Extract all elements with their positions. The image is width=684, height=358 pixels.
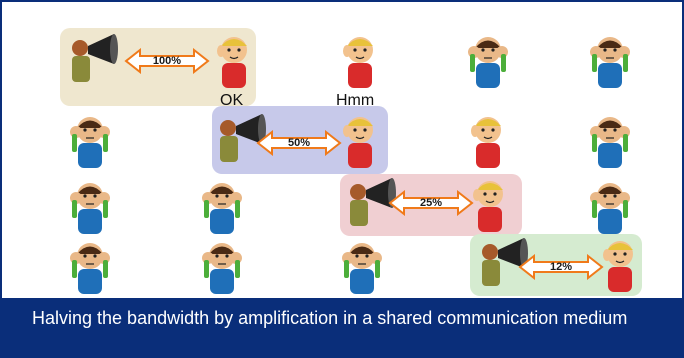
figure-caption: Halving the bandwidth by amplification i… xyxy=(0,298,684,358)
level-label-50: 50% xyxy=(287,137,311,149)
level-label-25: 25% xyxy=(419,197,443,209)
ears-covered-icon xyxy=(578,176,642,236)
level-label-12: 12% xyxy=(549,261,573,273)
ears-covered-icon xyxy=(58,236,122,296)
ears-covered-icon xyxy=(578,110,642,170)
ears-covered-icon xyxy=(190,236,254,296)
arrow-25: 25% xyxy=(388,190,474,216)
speaker-icon xyxy=(62,30,126,90)
arrow-100: 100% xyxy=(124,48,210,74)
response-ok: OK xyxy=(220,92,244,109)
ears-covered-icon xyxy=(58,176,122,236)
listener-happy-icon xyxy=(328,30,392,90)
speaker-icon xyxy=(210,110,274,170)
level-label-100: 100% xyxy=(152,55,182,67)
listener-happy-icon xyxy=(328,110,392,170)
listener-happy-icon xyxy=(202,30,266,90)
ears-covered-icon xyxy=(58,110,122,170)
response-hmm: Hmm xyxy=(336,92,375,109)
ears-covered-icon xyxy=(456,30,520,90)
speaker-icon xyxy=(472,234,536,294)
listener-happy-icon xyxy=(456,110,520,170)
ears-covered-icon xyxy=(330,236,394,296)
ears-covered-icon xyxy=(578,30,642,90)
ears-covered-icon xyxy=(190,176,254,236)
listener-happy-icon xyxy=(588,234,652,294)
arrow-50: 50% xyxy=(256,130,342,156)
arrow-12: 12% xyxy=(518,254,604,280)
listener-happy-icon xyxy=(458,174,522,234)
